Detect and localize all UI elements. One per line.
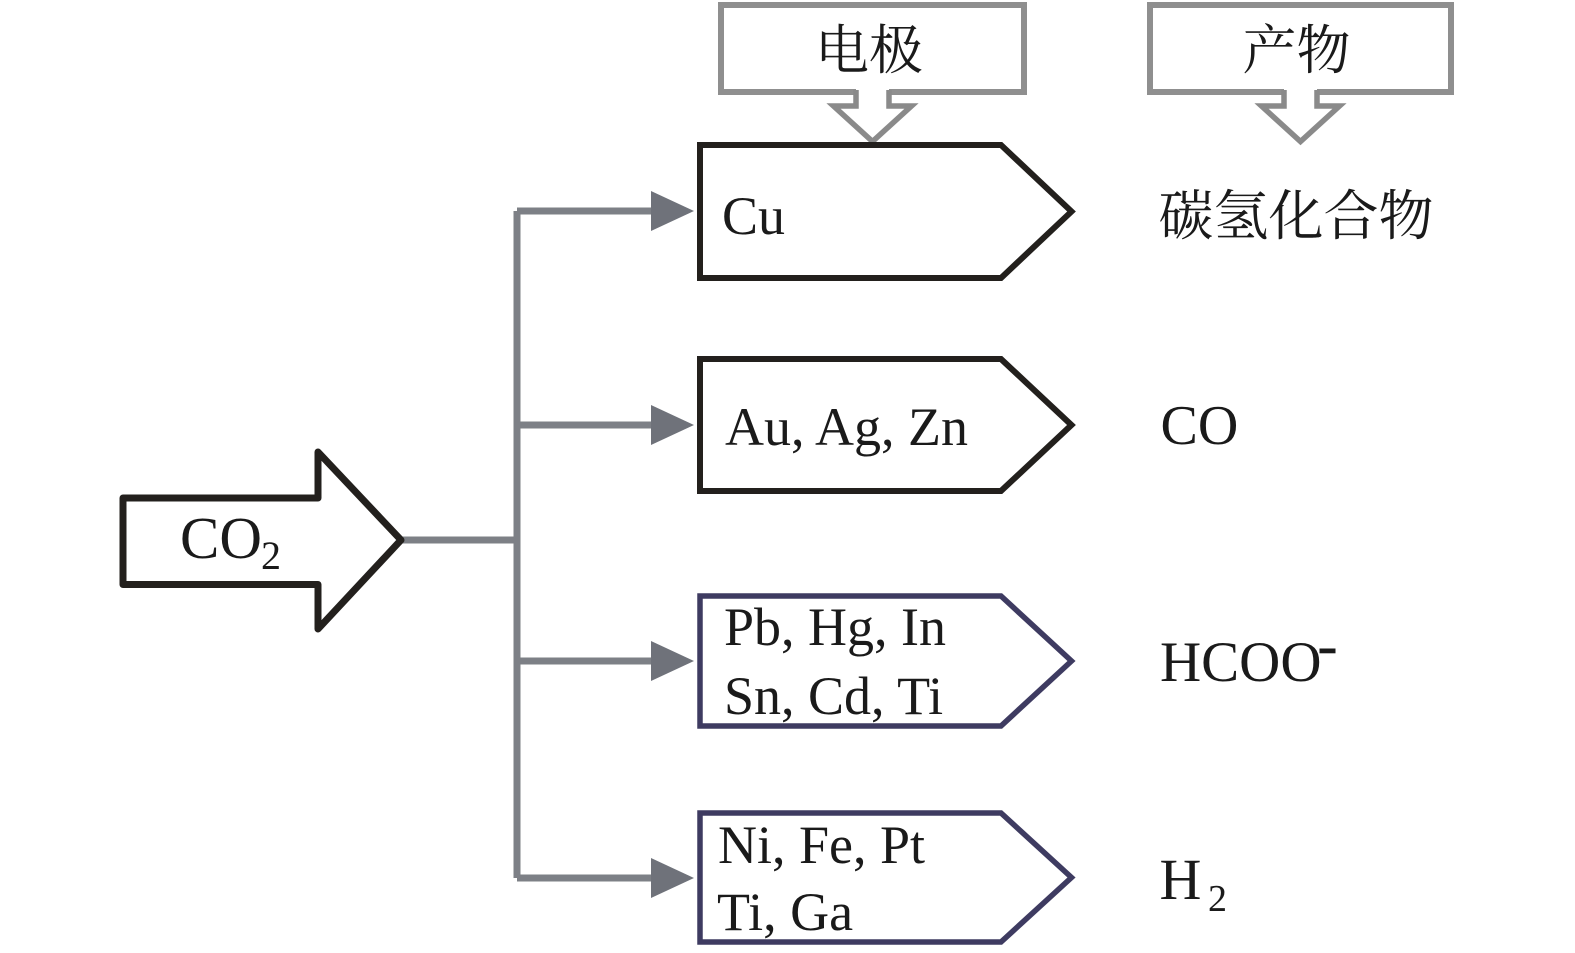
svg-text:Ti, Ga: Ti, Ga [717, 882, 853, 942]
svg-text:Cu: Cu [722, 186, 785, 246]
svg-text:2: 2 [1208, 878, 1227, 920]
svg-text:Au, Ag, Zn: Au, Ag, Zn [725, 397, 968, 457]
svg-text:Sn, Cd, Ti: Sn, Cd, Ti [724, 666, 943, 726]
svg-text:2: 2 [261, 533, 281, 578]
svg-text:CO: CO [180, 505, 262, 571]
svg-text:Ni, Fe, Pt: Ni, Fe, Pt [718, 815, 925, 875]
svg-text:CO: CO [1161, 395, 1239, 457]
svg-text:Pb, Hg, In: Pb, Hg, In [724, 597, 946, 657]
svg-text:HCOO: HCOO [1160, 631, 1322, 694]
svg-text:H: H [1160, 847, 1202, 912]
